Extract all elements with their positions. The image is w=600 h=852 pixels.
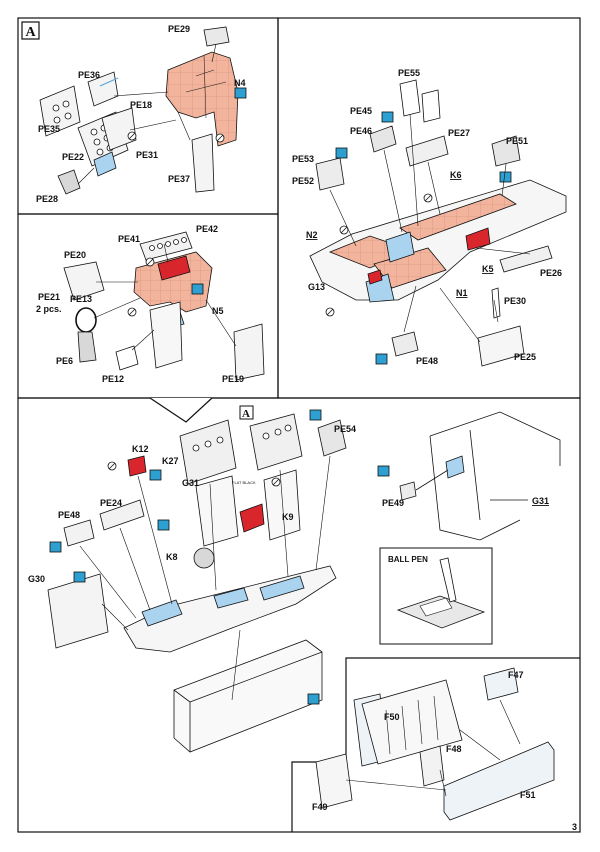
svg-text:PE31: PE31	[136, 150, 158, 160]
svg-text:PE19: PE19	[222, 374, 244, 384]
svg-text:PE53: PE53	[292, 154, 314, 164]
svg-text:PE35: PE35	[38, 124, 60, 134]
svg-text:PE13: PE13	[70, 294, 92, 304]
svg-text:BALL PEN: BALL PEN	[388, 555, 428, 564]
svg-text:G31: G31	[532, 496, 549, 506]
svg-text:N1: N1	[456, 288, 468, 298]
svg-text:F47: F47	[508, 670, 524, 680]
svg-text:PE22: PE22	[62, 152, 84, 162]
bottom-labels: F47 F50 F48 F49 F51	[312, 670, 536, 812]
svg-text:PE26: PE26	[540, 268, 562, 278]
panel-b-labels: PE41 PE42 PE20 PE21 2 pcs. PE13 N5 PE6 P…	[36, 224, 244, 384]
bottom-illustration	[315, 667, 555, 821]
svg-text:G31: G31	[182, 478, 199, 488]
svg-text:PE49: PE49	[382, 498, 404, 508]
svg-text:K12: K12	[132, 444, 149, 454]
svg-text:PE42: PE42	[196, 224, 218, 234]
svg-text:PE30: PE30	[504, 296, 526, 306]
svg-text:K5: K5	[482, 264, 494, 274]
svg-text:PE6: PE6	[56, 356, 73, 366]
detail-labels: PE49 G31	[382, 496, 549, 508]
page-number: 3	[572, 822, 577, 832]
svg-text:PE45: PE45	[350, 106, 372, 116]
svg-text:F50: F50	[384, 712, 400, 722]
svg-text:PE12: PE12	[102, 374, 124, 384]
svg-text:N4: N4	[234, 78, 246, 88]
svg-text:PE24: PE24	[100, 498, 122, 508]
svg-text:A: A	[242, 408, 250, 420]
detail-illustration	[377, 411, 561, 541]
svg-text:PE37: PE37	[168, 174, 190, 184]
svg-text:N2: N2	[306, 230, 318, 240]
panel-a-illustration	[39, 26, 247, 195]
panel-frames	[17, 17, 581, 833]
svg-text:PE20: PE20	[64, 250, 86, 260]
frame-marker-a: A	[21, 21, 40, 40]
svg-text:PE25: PE25	[514, 352, 536, 362]
svg-text:2 pcs.: 2 pcs.	[36, 304, 62, 314]
svg-text:N5: N5	[212, 306, 224, 316]
svg-text:PE29: PE29	[168, 24, 190, 34]
svg-text:PE48: PE48	[416, 356, 438, 366]
svg-text:F51: F51	[520, 790, 536, 800]
panel-c-labels: PE55 PE45 PE46 PE27 PE51 PE53 PE52 K6 N2…	[292, 68, 562, 366]
svg-text:PE54: PE54	[334, 424, 356, 434]
main-illustration	[47, 409, 347, 753]
svg-text:PE48: PE48	[58, 510, 80, 520]
svg-text:PE41: PE41	[118, 234, 140, 244]
svg-text:PE46: PE46	[350, 126, 372, 136]
svg-text:K27: K27	[162, 456, 179, 466]
main-frame	[17, 397, 581, 833]
panel-c-illustration	[309, 79, 567, 367]
svg-text:PE36: PE36	[78, 70, 100, 80]
svg-text:PE51: PE51	[506, 136, 528, 146]
svg-text:PE21: PE21	[38, 292, 60, 302]
svg-text:PE52: PE52	[292, 176, 314, 186]
svg-text:F48: F48	[446, 744, 462, 754]
svg-text:K8: K8	[166, 552, 178, 562]
svg-text:PE28: PE28	[36, 194, 58, 204]
panel-b-illustration	[63, 231, 265, 381]
svg-text:K6: K6	[450, 170, 462, 180]
svg-text:FLAT BLACK: FLAT BLACK	[232, 480, 256, 485]
main-labels: PE54 K12 K27 G31 PE24 K9 K8 PE48 G30 FLA…	[28, 424, 356, 584]
panel-a-labels: PE29 PE36 PE18 N4 PE35 PE22 PE31 PE37 PE…	[36, 24, 246, 204]
ball-pen-callout: BALL PEN	[379, 547, 493, 645]
svg-text:PE27: PE27	[448, 128, 470, 138]
main-marker-a: A	[239, 405, 254, 420]
svg-text:G13: G13	[308, 282, 325, 292]
svg-text:A: A	[26, 25, 37, 40]
svg-text:PE18: PE18	[130, 100, 152, 110]
svg-text:F49: F49	[312, 802, 328, 812]
svg-text:G30: G30	[28, 574, 45, 584]
svg-text:K9: K9	[282, 512, 294, 522]
svg-text:PE55: PE55	[398, 68, 420, 78]
